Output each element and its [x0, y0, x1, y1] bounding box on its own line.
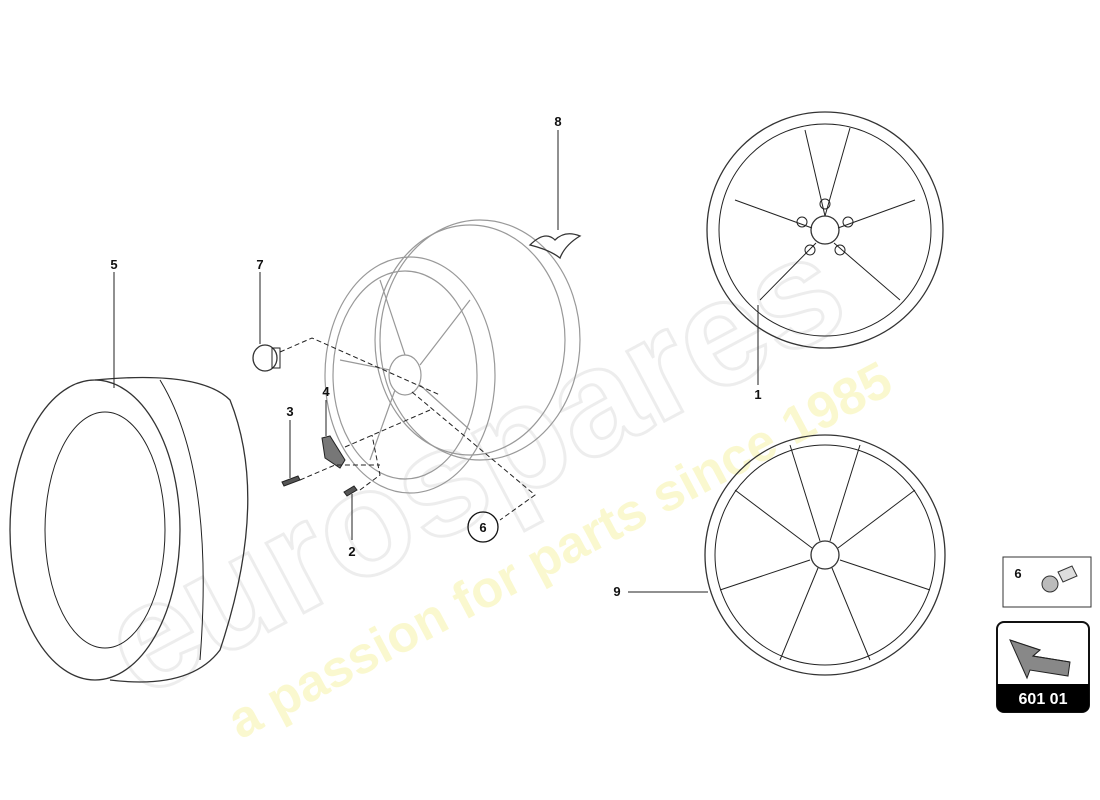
wheel-variant-9[interactable] [704, 434, 946, 676]
callout-2[interactable]: 2 [348, 544, 355, 559]
svg-text:6: 6 [1014, 566, 1021, 581]
valve-insert[interactable] [343, 485, 358, 497]
exploded-wheel[interactable] [324, 219, 581, 494]
tpms-sensor[interactable] [321, 435, 346, 469]
emblem[interactable] [528, 233, 582, 260]
callout-9[interactable]: 9 [613, 584, 620, 599]
callout-7[interactable]: 7 [256, 257, 263, 272]
callout-lines [113, 130, 759, 593]
wheel-variant-1[interactable] [706, 111, 944, 349]
arrow-icon [1009, 639, 1071, 680]
center-cap[interactable] [252, 344, 281, 372]
tyre[interactable] [9, 376, 249, 683]
callout-6[interactable]: 6 [467, 511, 499, 543]
callout-5[interactable]: 5 [110, 257, 117, 272]
page-reference: 601 01 [1019, 691, 1068, 708]
callout-4[interactable]: 4 [322, 384, 330, 399]
svg-text:6: 6 [479, 520, 486, 535]
callout-8[interactable]: 8 [554, 114, 561, 129]
wheel-bolt-legend-box[interactable]: 6 [1002, 556, 1092, 608]
page-reference-button[interactable]: 601 01 [996, 621, 1090, 713]
wheel-bolt-icon [1041, 565, 1078, 593]
callout-1[interactable]: 1 [754, 387, 761, 402]
callout-3[interactable]: 3 [286, 404, 293, 419]
